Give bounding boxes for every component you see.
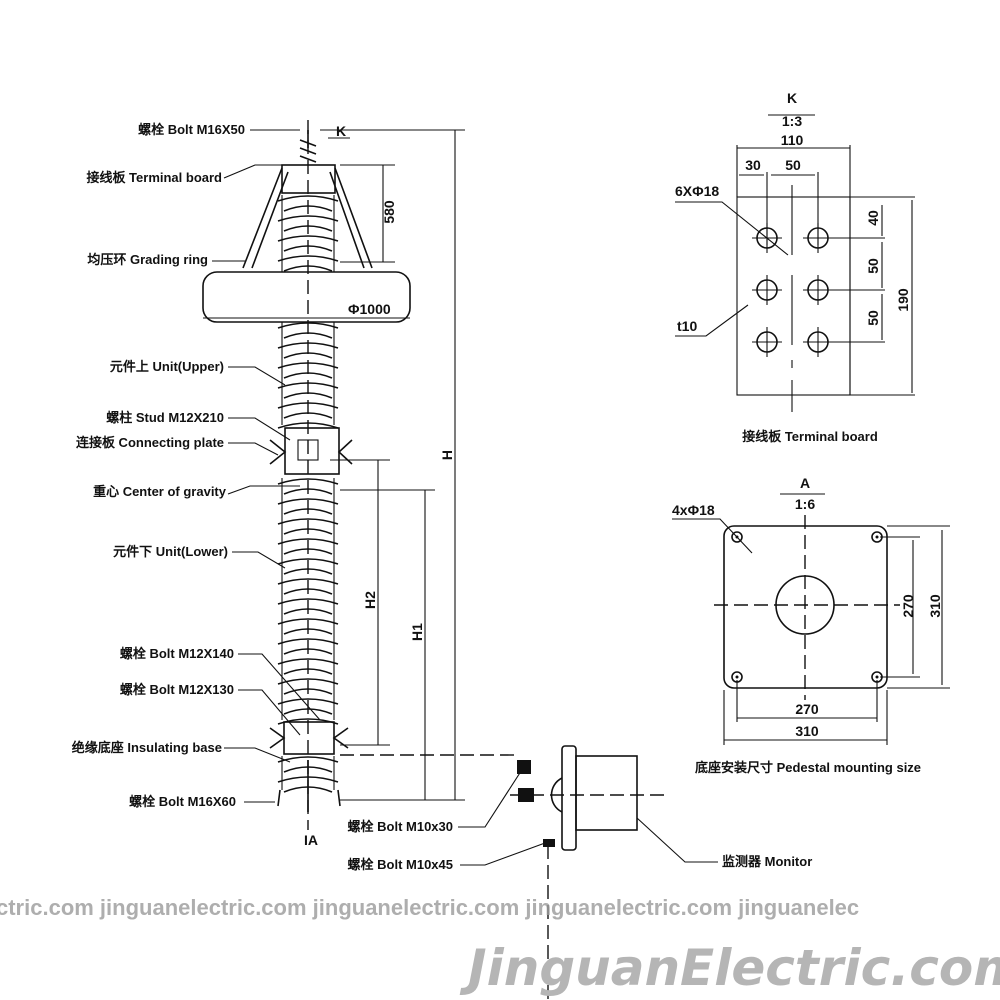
dim-50b: 50 (865, 310, 881, 326)
shed (277, 658, 339, 665)
holes-4x18: 4xΦ18 (672, 502, 715, 518)
dim-270-h: 270 (795, 701, 819, 717)
label-center-gravity: 重心 Center of gravity (93, 484, 227, 499)
shed (277, 756, 339, 763)
dim-270-v: 270 (900, 594, 916, 618)
terminal-board-detail: K 1:3 110 30 50 40 50 50 190 6XΦ18 t10 接… (675, 90, 915, 444)
detail-a-view: A (800, 475, 810, 491)
detail-k-scale: 1:3 (782, 113, 802, 129)
label-unit-upper: 元件上 Unit(Upper) (110, 359, 224, 374)
pedestal-detail: A 1:6 4xΦ18 270 310 270 310 底座安装尺寸 Pedes… (672, 475, 950, 775)
shed (277, 638, 339, 645)
watermark-strip: ctric.com jinguanelectric.com jinguanele… (0, 895, 859, 920)
leader-lines (212, 129, 718, 866)
dim-110: 110 (781, 132, 804, 148)
shed (277, 698, 339, 705)
shed (277, 478, 339, 485)
dim-ring-diameter: Φ1000 (348, 301, 391, 317)
label-bolt-m10x30: 螺栓 Bolt M10x30 (348, 819, 453, 834)
dim-310-v: 310 (927, 594, 943, 618)
label-bolt-140: 螺栓 Bolt M12X140 (120, 646, 234, 661)
detail-a-scale: 1:6 (795, 496, 815, 512)
shed (277, 518, 339, 525)
label-bolt-bottom: 螺栓 Bolt M16X60 (129, 794, 236, 809)
dim-310-h: 310 (795, 723, 819, 739)
shed (277, 235, 339, 242)
shed (277, 255, 339, 262)
dim-580: 580 (381, 200, 397, 224)
monitor-shape (340, 745, 665, 1000)
dim-h1: H1 (409, 623, 425, 641)
pedestal-caption: 底座安装尺寸 Pedestal mounting size (695, 760, 921, 775)
dim-40: 40 (865, 210, 881, 226)
label-connecting-plate: 连接板 Connecting plate (76, 435, 224, 450)
dim-190: 190 (895, 288, 911, 312)
label-bolt-m10x45: 螺栓 Bolt M10x45 (348, 857, 453, 872)
thickness-t10: t10 (677, 318, 697, 334)
mounting-hole (731, 531, 743, 543)
label-terminal-board: 接线板 Terminal board (86, 170, 222, 185)
shed (277, 618, 339, 625)
connecting-plate-shape (284, 427, 340, 475)
shed (277, 558, 339, 565)
label-stud: 螺柱 Stud M12X210 (106, 410, 224, 425)
label-monitor: 监测器 Monitor (722, 854, 812, 869)
shed (277, 195, 339, 202)
label-insulating-base: 绝缘底座 Insulating base (72, 740, 222, 755)
arrester-structure (202, 120, 411, 830)
dim-50: 50 (785, 157, 801, 173)
shed (277, 498, 339, 505)
label-bolt-top: 螺栓 Bolt M16X50 (138, 122, 245, 137)
label-grading-ring: 均压环 Grading ring (87, 252, 208, 267)
main-dimensions: K 580 Φ1000 H H1 H2 IA (203, 123, 465, 848)
holes-6x18: 6XΦ18 (675, 183, 719, 199)
label-unit-lower: 元件下 Unit(Lower) (113, 544, 228, 559)
terminal-board-caption: 接线板 Terminal board (742, 429, 878, 444)
k-mark: K (336, 123, 346, 139)
shed (277, 578, 339, 585)
shed (277, 678, 339, 685)
label-bolt-130: 螺栓 Bolt M12X130 (120, 682, 234, 697)
watermark-brand: JinguanElectric.com (459, 939, 1000, 997)
part-labels: 螺栓 Bolt M16X50 接线板 Terminal board 均压环 Gr… (72, 122, 813, 872)
shed (277, 538, 339, 545)
a-mark: IA (304, 832, 318, 848)
detail-k-view: K (787, 90, 797, 106)
dim-h2: H2 (362, 591, 378, 609)
insulating-base-shape (283, 721, 335, 755)
dim-30: 30 (745, 157, 761, 173)
shed (277, 215, 339, 222)
grading-ring-shape (202, 271, 411, 323)
dim-50a: 50 (865, 258, 881, 274)
shed (277, 598, 339, 605)
dim-h: H (439, 450, 455, 460)
